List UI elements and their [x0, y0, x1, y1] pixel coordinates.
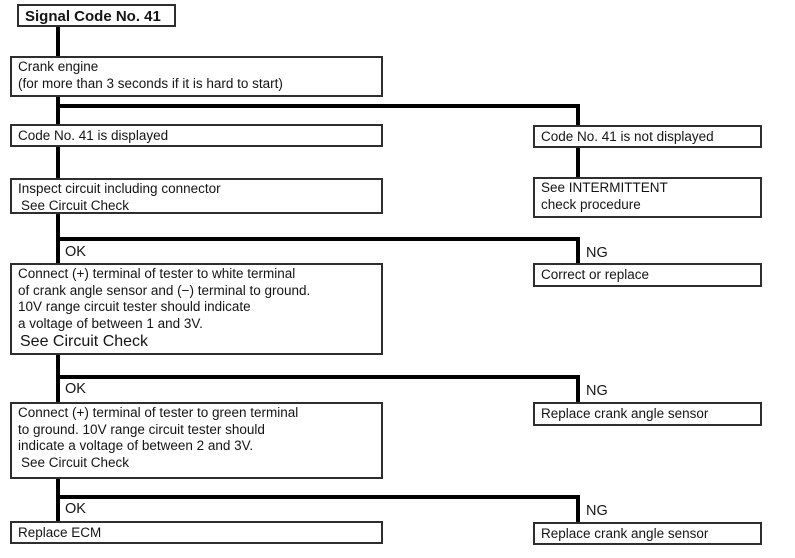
flow-box-correct-or-replace-label: Correct or replace — [541, 267, 650, 282]
flow-box-inspect-circuit: Inspect circuit including connector See … — [10, 178, 383, 214]
box-text-line: See INTERMITTENT — [541, 180, 668, 195]
flow-box-replace-ecm: Replace ECM — [10, 521, 383, 544]
branch-label-ng-1: NG — [586, 245, 608, 261]
branch-label-ng-2: NG — [586, 383, 608, 399]
branch-label-ok-2: OK — [65, 381, 86, 397]
branch-label-ok-3: OK — [65, 501, 86, 517]
connector-trunk-seg-2 — [56, 95, 60, 126]
connector-right-seg-5 — [576, 495, 580, 524]
box-text-line: Inspect circuit including connector — [18, 181, 221, 196]
box-text-line: check procedure — [541, 196, 641, 212]
connector-branch-ng-2 — [56, 375, 580, 379]
connector-right-seg-3 — [576, 237, 580, 265]
box-text-line-emphasis: See Circuit Check — [20, 333, 149, 350]
flow-box-code-displayed: Code No. 41 is displayed — [10, 124, 383, 147]
connector-trunk-seg-1 — [56, 26, 60, 56]
branch-label-ok-1: OK — [65, 244, 86, 260]
flow-box-crank-engine: Crank engine (for more than 3 seconds if… — [10, 56, 383, 97]
connector-branch-ng-3 — [56, 495, 580, 499]
connector-trunk-seg-3 — [56, 146, 60, 180]
flow-box-replace-ecm-label: Replace ECM — [18, 525, 102, 540]
flow-box-code-not-displayed-label: Code No. 41 is not displayed — [541, 129, 714, 144]
box-text-line: See Circuit Check — [21, 454, 130, 470]
flow-box-replace-crank-sensor-2-label: Replace crank angle sensor — [541, 526, 709, 541]
flow-box-correct-or-replace: Correct or replace — [533, 263, 762, 287]
flow-box-test-white-terminal: Connect (+) terminal of tester to white … — [10, 263, 383, 355]
flow-box-code-not-displayed: Code No. 41 is not displayed — [533, 125, 762, 148]
box-text-line: of crank angle sensor and (−) terminal t… — [18, 282, 311, 298]
flow-box-test-green-terminal: Connect (+) terminal of tester to green … — [10, 402, 383, 479]
connector-right-seg-4 — [576, 375, 580, 403]
connector-trunk-seg-6 — [56, 477, 60, 523]
box-text-line: Crank engine — [18, 59, 99, 74]
box-text-line: See Circuit Check — [21, 197, 130, 213]
box-text-line: indicate a voltage of between 2 and 3V. — [18, 438, 254, 453]
box-text-line: (for more than 3 seconds if it is hard t… — [18, 75, 283, 91]
flow-box-start: Signal Code No. 41 — [17, 4, 176, 27]
box-text-line: a voltage of between 1 and 3V. — [18, 315, 203, 331]
box-text-line: to ground. 10V range circuit tester shou… — [18, 421, 265, 437]
flow-box-replace-crank-sensor-1: Replace crank angle sensor — [533, 402, 762, 426]
flow-box-code-displayed-label: Code No. 41 is displayed — [18, 128, 169, 143]
flow-box-replace-crank-sensor-1-label: Replace crank angle sensor — [541, 406, 709, 421]
connector-branch-ng-1 — [56, 237, 580, 241]
connector-right-seg-2 — [576, 147, 580, 180]
flow-box-replace-crank-sensor-2: Replace crank angle sensor — [533, 522, 762, 545]
branch-label-ng-3: NG — [586, 503, 608, 519]
connector-right-seg-1 — [576, 104, 580, 128]
box-text-line: 10V range circuit tester should indicate — [18, 299, 251, 314]
connector-branch-top — [56, 104, 580, 108]
flow-box-intermittent: See INTERMITTENT check procedure — [533, 177, 762, 218]
box-text-line: Connect (+) terminal of tester to white … — [18, 266, 296, 281]
flow-box-start-label: Signal Code No. 41 — [25, 8, 161, 25]
connector-trunk-seg-5 — [56, 354, 60, 404]
box-text-line: Connect (+) terminal of tester to green … — [18, 405, 299, 420]
